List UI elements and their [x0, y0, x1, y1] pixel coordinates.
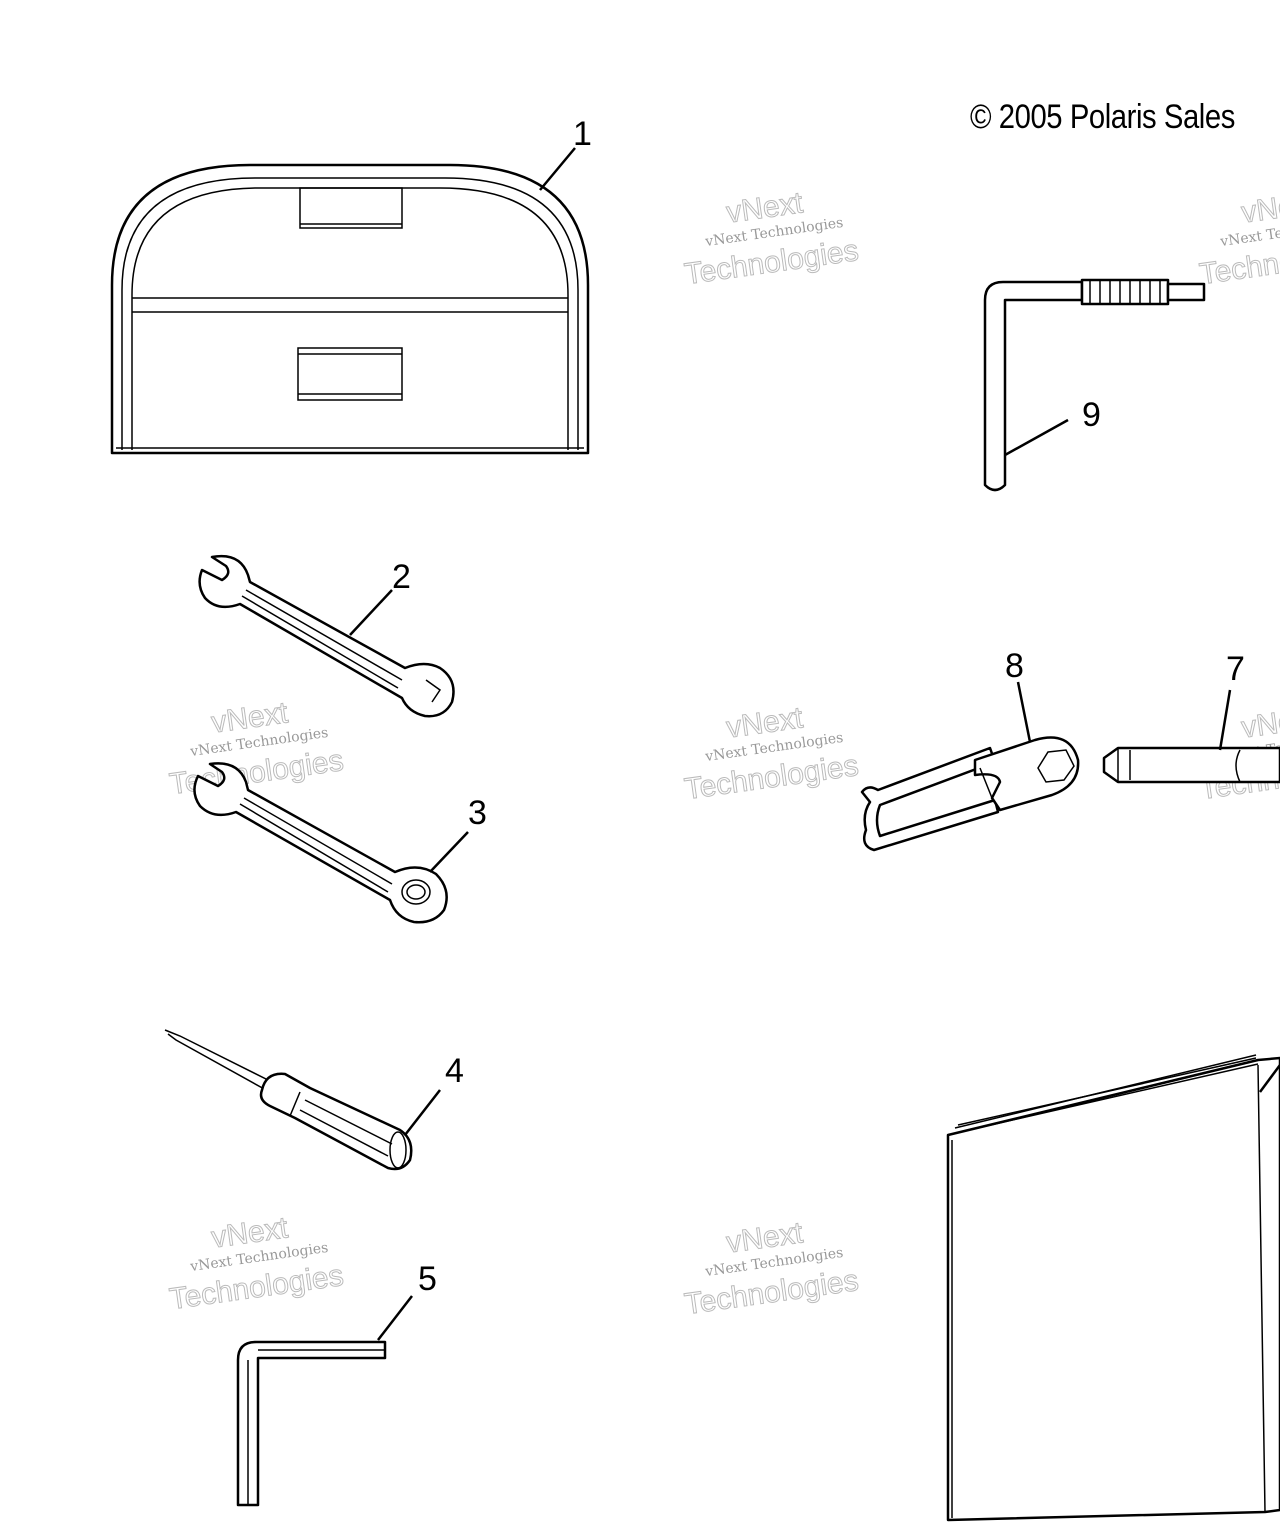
- callout-2: 2: [392, 558, 411, 596]
- callout-8: 8: [1005, 647, 1024, 685]
- tool-pouch: 1: [110, 115, 592, 455]
- combination-wrench: 3: [193, 762, 487, 924]
- watermark-bottom-center: vNext vNext Technologies Technologies: [682, 1216, 861, 1322]
- owners-manual: [946, 1054, 1280, 1522]
- open-end-wrench: 2: [198, 554, 455, 718]
- callout-5: 5: [418, 1260, 437, 1298]
- socket-wrench: 8: [860, 647, 1080, 852]
- watermark-vnext: vNext: [1239, 186, 1280, 229]
- watermark-vnext: vNext: [1239, 701, 1280, 744]
- l-shaped-tool: 9: [983, 278, 1206, 492]
- tommy-bar: 7: [1102, 650, 1280, 784]
- watermark-mid-center: vNext vNext Technologies Technologies: [682, 701, 861, 807]
- callout-1: 1: [573, 115, 592, 153]
- watermark-mid-left: vNext vNext Technologies Technologies: [167, 696, 346, 802]
- callout-7: 7: [1226, 650, 1245, 688]
- watermark-top-right: vNext vNext Technologies Technologies: [1197, 186, 1280, 292]
- allen-key: 5: [236, 1260, 437, 1507]
- callout-3: 3: [468, 794, 487, 832]
- watermark-bottom-left: vNext vNext Technologies Technologies: [167, 1211, 346, 1317]
- callout-9: 9: [1082, 396, 1101, 434]
- screwdriver: 4: [164, 1029, 464, 1171]
- watermark-top-center: vNext vNext Technologies Technologies: [682, 186, 861, 292]
- copyright-notice: © 2005 Polaris Sales: [970, 98, 1235, 136]
- callout-4: 4: [445, 1052, 464, 1090]
